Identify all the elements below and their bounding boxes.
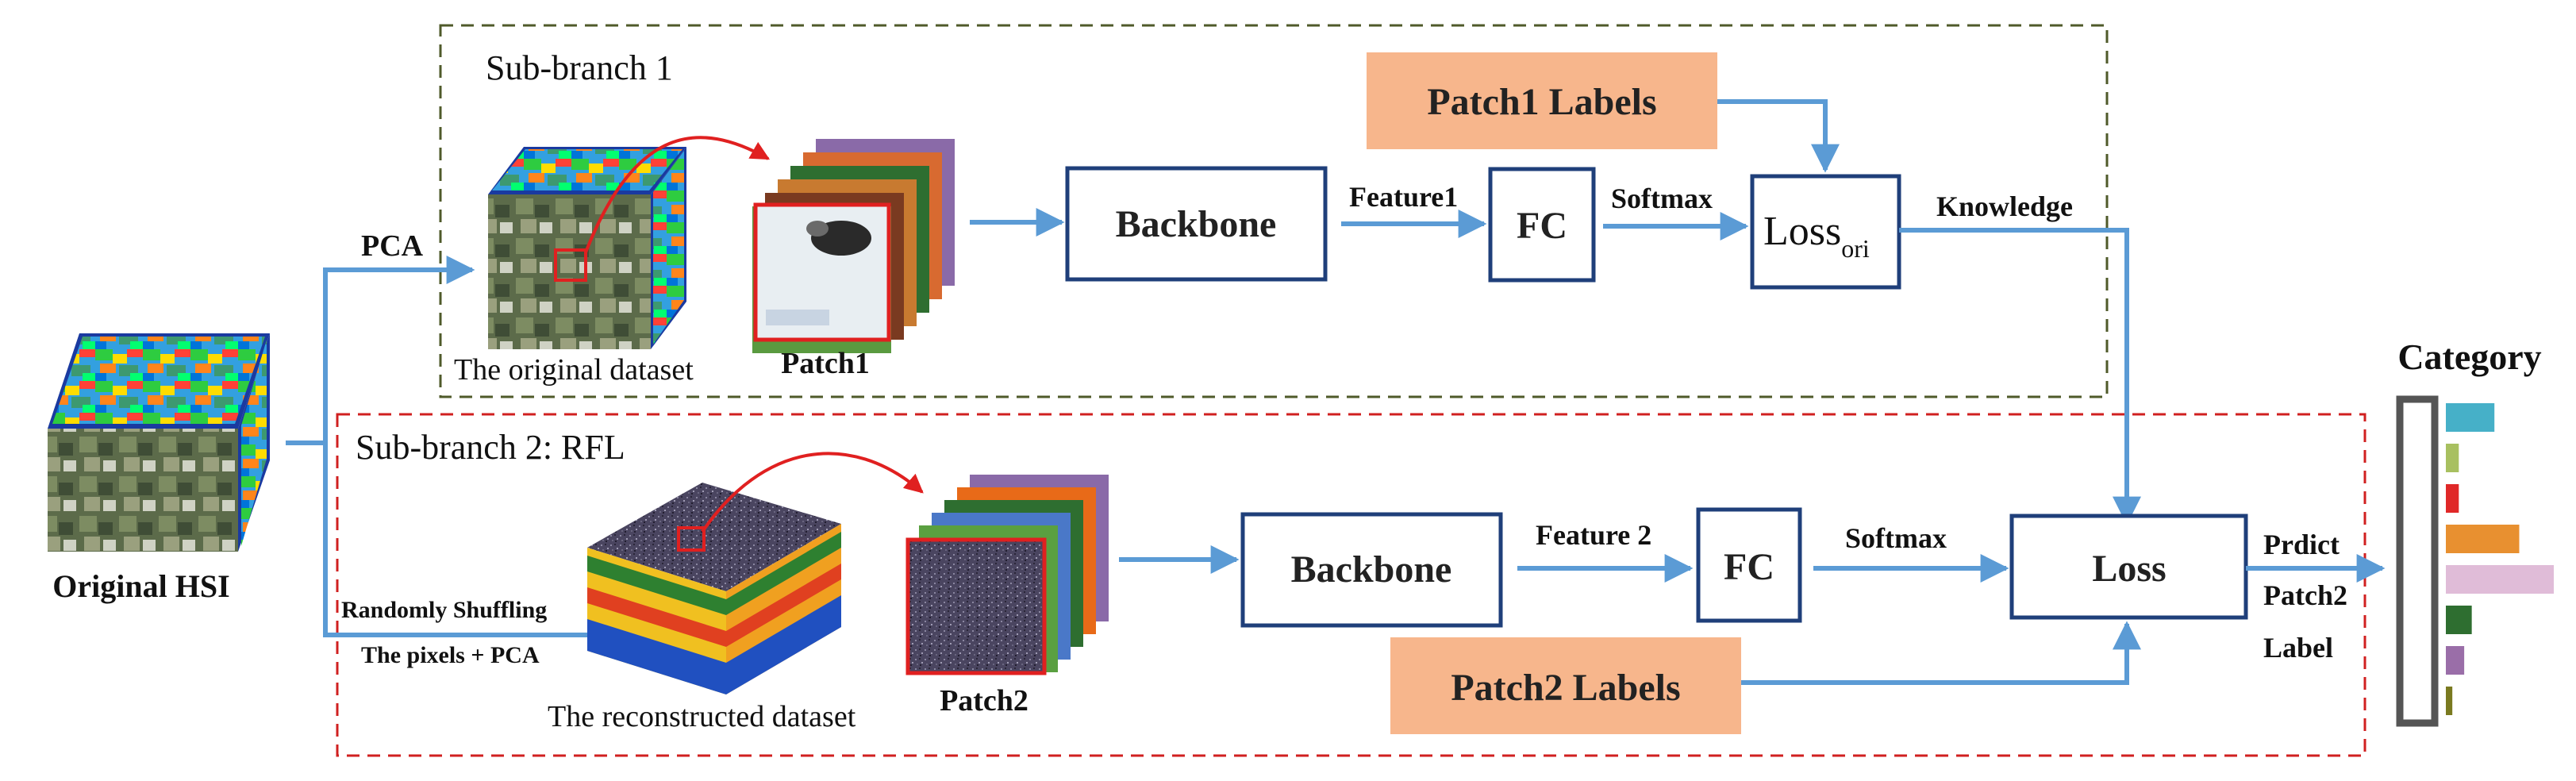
backbone2-label: Backbone: [1291, 548, 1452, 591]
patch2-labels-box: [1390, 637, 1741, 734]
category-bar-5: [2446, 565, 2554, 594]
category-bar-2: [2446, 444, 2459, 472]
backbone1-box: [1065, 166, 1328, 282]
patch2-labels-text: Patch2 Labels: [1451, 667, 1680, 709]
predict-label-line2: Patch2: [2263, 579, 2347, 611]
category-vector-frame: [2396, 395, 2439, 727]
category-label: Category: [2397, 337, 2541, 377]
loss-ori-label: Lossori: [1763, 209, 1870, 263]
category-bars: [2446, 403, 2554, 715]
patch1-label: Patch1: [781, 347, 870, 380]
fc1-label: FC: [1517, 205, 1567, 247]
category-bar-6: [2446, 606, 2472, 634]
fc2-label: FC: [1724, 546, 1774, 588]
arrow-patch1labels-lossori: [1717, 99, 1840, 173]
loss2-label: Loss: [2092, 548, 2166, 590]
reconstructed-dataset-label: The reconstructed dataset: [548, 700, 856, 733]
fc1-box: [1488, 167, 1596, 283]
category-bar-3: [2446, 484, 2459, 513]
sub-branch-2-frame: [336, 413, 2366, 757]
patch2-label: Patch2: [940, 684, 1028, 718]
softmax2-label: Softmax: [1845, 522, 1947, 554]
backbone2-box: [1240, 512, 1503, 628]
zoom-arrow-1: [584, 136, 771, 253]
pca-label: PCA: [361, 229, 424, 263]
predict-label-line3: Label: [2263, 632, 2333, 664]
loss-ori-box: [1750, 174, 1901, 290]
original-hsi-label: Original HSI: [52, 568, 229, 604]
fc2-box: [1696, 507, 1802, 623]
sub-branch-1-title: Sub-branch 1: [486, 48, 673, 87]
shuffle-label-line1: Randomly Shuffling: [341, 597, 547, 623]
patch1-labels-text: Patch1 Labels: [1427, 81, 1656, 123]
arrow-patch2labels-loss2: [1741, 621, 2141, 685]
original-hsi-cube: [48, 333, 270, 552]
patch1-stack: [752, 139, 955, 353]
original-dataset-cube: [488, 147, 686, 349]
predict-label-line1: Prdict: [2263, 529, 2340, 560]
patch1-labels-box: [1367, 52, 1717, 149]
category-bar-8: [2446, 687, 2453, 715]
knowledge-label: Knowledge: [1936, 190, 2073, 222]
category-bar-7: [2446, 646, 2465, 675]
shuffle-label-line2: The pixels + PCA: [361, 642, 540, 668]
hsi-split-connector: [286, 256, 475, 445]
arrow-knowledge: [1899, 228, 2141, 525]
original-dataset-label: The original dataset: [454, 353, 694, 387]
category-bar-4: [2446, 525, 2520, 553]
hsi-split-connector-lower: [323, 443, 638, 649]
sub-branch-1-frame: [439, 24, 2109, 398]
reconstructed-dataset-cube: [587, 483, 841, 694]
sub-branch-2-title: Sub-branch 2: RFL: [356, 428, 625, 467]
loss2-box: [2009, 514, 2248, 620]
patch2-stack: [905, 475, 1109, 675]
softmax1-label: Softmax: [1611, 183, 1713, 214]
zoom-arrow-2: [701, 452, 924, 533]
backbone1-label: Backbone: [1116, 203, 1277, 245]
feature1-label: Feature1: [1349, 181, 1458, 213]
feature2-label: Feature 2: [1536, 519, 1651, 551]
category-bar-1: [2446, 403, 2495, 432]
patch2-image: [905, 537, 1047, 675]
